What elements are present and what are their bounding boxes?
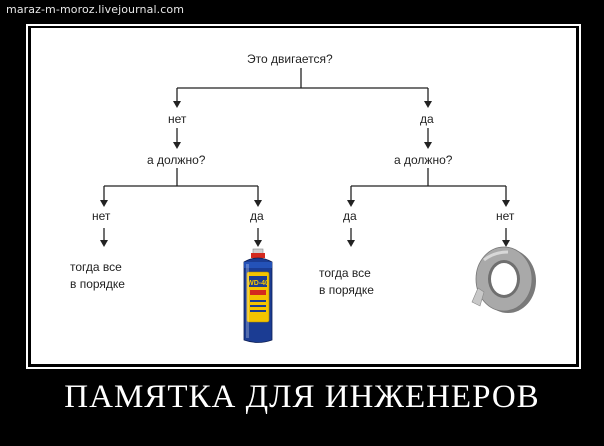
poster-caption: ПАМЯТКА ДЛЯ ИНЖЕНЕРОВ (64, 379, 540, 415)
arrow-head (502, 200, 510, 207)
arrow-head (254, 200, 262, 207)
question-should-right: а должно? (394, 153, 453, 167)
arrow-head (173, 101, 181, 108)
root-question: Это двигается? (247, 52, 333, 66)
question-should-left: а должно? (147, 153, 206, 167)
watermark: maraz-m-moroz.livejournal.com (6, 3, 185, 16)
arrow-head (424, 101, 432, 108)
poster-frame (26, 24, 581, 369)
answer-no-left: нет (168, 112, 187, 126)
answer-yes-right: да (420, 112, 434, 126)
arrow-head (173, 142, 181, 149)
answer-yes-lr: да (250, 209, 264, 223)
duct-tape-roll-icon (471, 246, 536, 313)
answer-no-rr: нет (496, 209, 515, 223)
wd40-can-label: WD-40 (247, 280, 269, 287)
arrow-head (347, 240, 355, 247)
arrow-head (100, 200, 108, 207)
arrow-head (254, 240, 262, 247)
result-all-fine-right: тогда все в порядке (319, 266, 374, 297)
arrow-head (424, 142, 432, 149)
answer-no-ll: нет (92, 209, 111, 223)
flowchart-panel (31, 28, 576, 364)
arrow-head (502, 240, 510, 247)
arrow-head (347, 200, 355, 207)
wd40-spray-can-icon: WD-40 (243, 248, 273, 343)
answer-yes-rl: да (343, 209, 357, 223)
result-all-fine-left: тогда все в порядке (70, 260, 125, 291)
arrow-head (100, 240, 108, 247)
